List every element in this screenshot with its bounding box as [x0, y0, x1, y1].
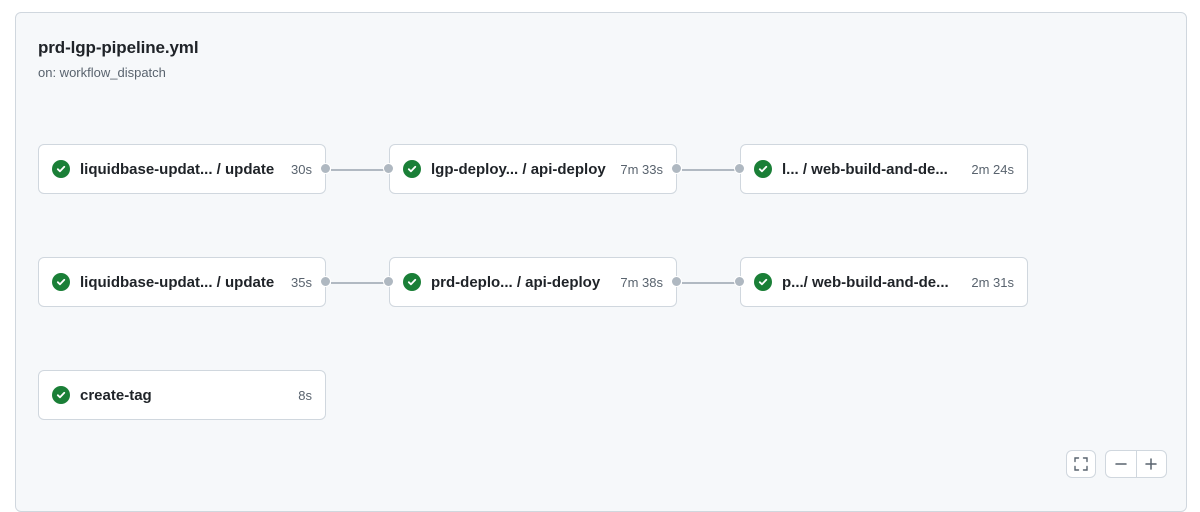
connector-line — [682, 282, 740, 284]
check-circle-icon — [754, 160, 772, 178]
check-circle-icon — [403, 273, 421, 291]
connector-dot — [734, 163, 745, 174]
connector-dot — [320, 163, 331, 174]
job-name: create-tag — [80, 386, 152, 404]
workflow-title: prd-lgp-pipeline.yml — [38, 38, 199, 57]
connector-dot — [671, 276, 682, 287]
zoom-in-button[interactable] — [1137, 451, 1167, 477]
connector-line — [331, 169, 389, 171]
job-name: p.../ web-build-and-de... — [782, 273, 949, 291]
job-duration: 2m 31s — [971, 274, 1014, 290]
fullscreen-button[interactable] — [1066, 450, 1096, 478]
job-duration: 7m 33s — [620, 161, 663, 177]
job-name: lgp-deploy... / api-deploy — [431, 160, 606, 178]
check-circle-icon — [754, 273, 772, 291]
job-name: prd-deplo... / api-deploy — [431, 273, 601, 291]
job-card[interactable]: lgp-deploy... / api-deploy 7m 33s — [389, 144, 677, 194]
job-name: liquidbase-updat... / update — [80, 273, 275, 291]
job-name: l... / web-build-and-de... — [782, 160, 948, 178]
connector-line — [682, 169, 740, 171]
connector-dot — [734, 276, 745, 287]
fullscreen-icon — [1067, 451, 1095, 477]
check-circle-icon — [52, 386, 70, 404]
check-circle-icon — [52, 160, 70, 178]
job-card[interactable]: l... / web-build-and-de... 2m 24s — [740, 144, 1028, 194]
zoom-out-button[interactable] — [1106, 451, 1136, 477]
job-name: liquidbase-updat... / update — [80, 160, 275, 178]
job-card[interactable]: create-tag 8s — [38, 370, 326, 420]
plus-icon — [1145, 458, 1157, 470]
connector-dot — [671, 163, 682, 174]
job-duration: 2m 24s — [971, 161, 1014, 177]
job-card[interactable]: p.../ web-build-and-de... 2m 31s — [740, 257, 1028, 307]
job-duration: 30s — [291, 161, 312, 177]
job-duration: 7m 38s — [620, 274, 663, 290]
job-duration: 35s — [291, 274, 312, 290]
job-duration: 8s — [298, 387, 312, 403]
connector-dot — [383, 276, 394, 287]
connector-dot — [320, 276, 331, 287]
job-card[interactable]: liquidbase-updat... / update 35s — [38, 257, 326, 307]
connector-dot — [383, 163, 394, 174]
minus-icon — [1115, 463, 1127, 465]
workflow-graph-panel: prd-lgp-pipeline.yml on: workflow_dispat… — [15, 12, 1187, 512]
check-circle-icon — [52, 273, 70, 291]
zoom-controls — [1105, 450, 1167, 478]
job-card[interactable]: liquidbase-updat... / update 30s — [38, 144, 326, 194]
job-card[interactable]: prd-deplo... / api-deploy 7m 38s — [389, 257, 677, 307]
connector-line — [331, 282, 389, 284]
workflow-trigger: on: workflow_dispatch — [38, 65, 166, 80]
check-circle-icon — [403, 160, 421, 178]
zoom-divider — [1135, 451, 1137, 477]
